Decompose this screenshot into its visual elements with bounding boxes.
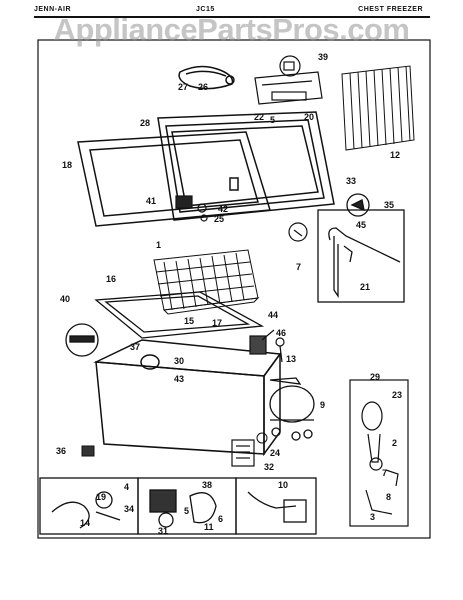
callout-13: 13 xyxy=(286,354,296,364)
callout-38: 38 xyxy=(202,480,212,490)
callout-32: 32 xyxy=(264,462,274,472)
drain-plug-part xyxy=(81,445,95,457)
callout-37: 37 xyxy=(130,342,140,352)
callout-17: 17 xyxy=(212,318,222,328)
callout-14: 14 xyxy=(80,518,90,528)
callout-22: 22 xyxy=(254,112,264,122)
callout-31: 31 xyxy=(158,526,168,536)
watermark-text: AppliancePartsPros.com xyxy=(53,12,410,47)
header-model: JC15 xyxy=(196,6,215,13)
callout-46: 46 xyxy=(276,328,286,338)
grommet-part xyxy=(256,432,268,444)
relay-overload-part xyxy=(149,489,217,528)
thermostat-part xyxy=(249,329,285,363)
callout-7b: 7 xyxy=(382,468,387,478)
callout-29: 29 xyxy=(370,372,380,382)
bottom-detail-panels xyxy=(39,477,317,535)
callout-19: 19 xyxy=(96,492,106,502)
lid-panel-part xyxy=(157,111,335,221)
callout-10: 10 xyxy=(278,480,288,490)
gasket-hose-part xyxy=(178,65,235,90)
callout-36: 36 xyxy=(56,446,66,456)
screw-detail-part xyxy=(65,323,99,357)
callout-9: 9 xyxy=(320,400,325,410)
callout-44: 44 xyxy=(268,310,278,320)
callout-30: 30 xyxy=(174,356,184,366)
callout-35: 35 xyxy=(384,200,394,210)
callout-39: 39 xyxy=(318,52,328,62)
callout-40: 40 xyxy=(60,294,70,304)
callout-34: 34 xyxy=(124,504,134,514)
callout-12: 12 xyxy=(390,150,400,160)
callout-26: 26 xyxy=(198,82,208,92)
wire-rack-part xyxy=(341,65,415,151)
header-product: CHEST FREEZER xyxy=(358,6,423,13)
compressor-part xyxy=(269,377,315,441)
callout-4: 4 xyxy=(124,482,129,492)
callout-11: 11 xyxy=(204,522,214,532)
callout-45: 45 xyxy=(356,220,366,230)
callout-23: 23 xyxy=(392,390,402,400)
header-brand: JENN-AIR xyxy=(34,6,72,13)
callout-24: 24 xyxy=(270,448,280,458)
latch-part xyxy=(288,222,308,242)
callout-41: 41 xyxy=(146,196,156,206)
drain-hose-part xyxy=(51,491,121,529)
callout-2: 2 xyxy=(392,438,397,448)
lock-assembly-part xyxy=(317,193,405,303)
callout-16: 16 xyxy=(106,274,116,284)
callout-25: 25 xyxy=(214,214,224,224)
callout-5b: 5 xyxy=(184,506,189,516)
callout-33: 33 xyxy=(346,176,356,186)
callout-27: 27 xyxy=(178,82,188,92)
header-rule xyxy=(34,16,430,18)
callout-18: 18 xyxy=(62,160,72,170)
callout-8: 8 xyxy=(386,492,391,502)
lid-hardware-part xyxy=(175,195,208,222)
callout-15: 15 xyxy=(184,316,194,326)
callout-20: 20 xyxy=(304,112,314,122)
callout-7: 7 xyxy=(296,262,301,272)
vent-grille-part xyxy=(231,439,255,467)
callout-1: 1 xyxy=(156,240,161,250)
diagram-frame xyxy=(37,39,431,539)
callout-28: 28 xyxy=(140,118,150,128)
callout-21: 21 xyxy=(360,282,370,292)
callout-43: 43 xyxy=(174,374,184,384)
control-assembly-part xyxy=(349,379,409,527)
callout-6: 6 xyxy=(218,514,223,524)
callout-5: 5 xyxy=(270,115,275,125)
storage-basket-part xyxy=(153,249,260,315)
callout-labels: 39 27 26 22 5 20 28 12 18 33 41 42 25 35… xyxy=(56,52,402,536)
callout-42: 42 xyxy=(218,204,228,214)
defrost-bracket-part xyxy=(247,491,307,523)
cabinet-part xyxy=(93,339,282,457)
breaker-strip-part xyxy=(94,291,265,339)
callout-3: 3 xyxy=(370,512,375,522)
hinge-assembly-part xyxy=(254,55,323,105)
